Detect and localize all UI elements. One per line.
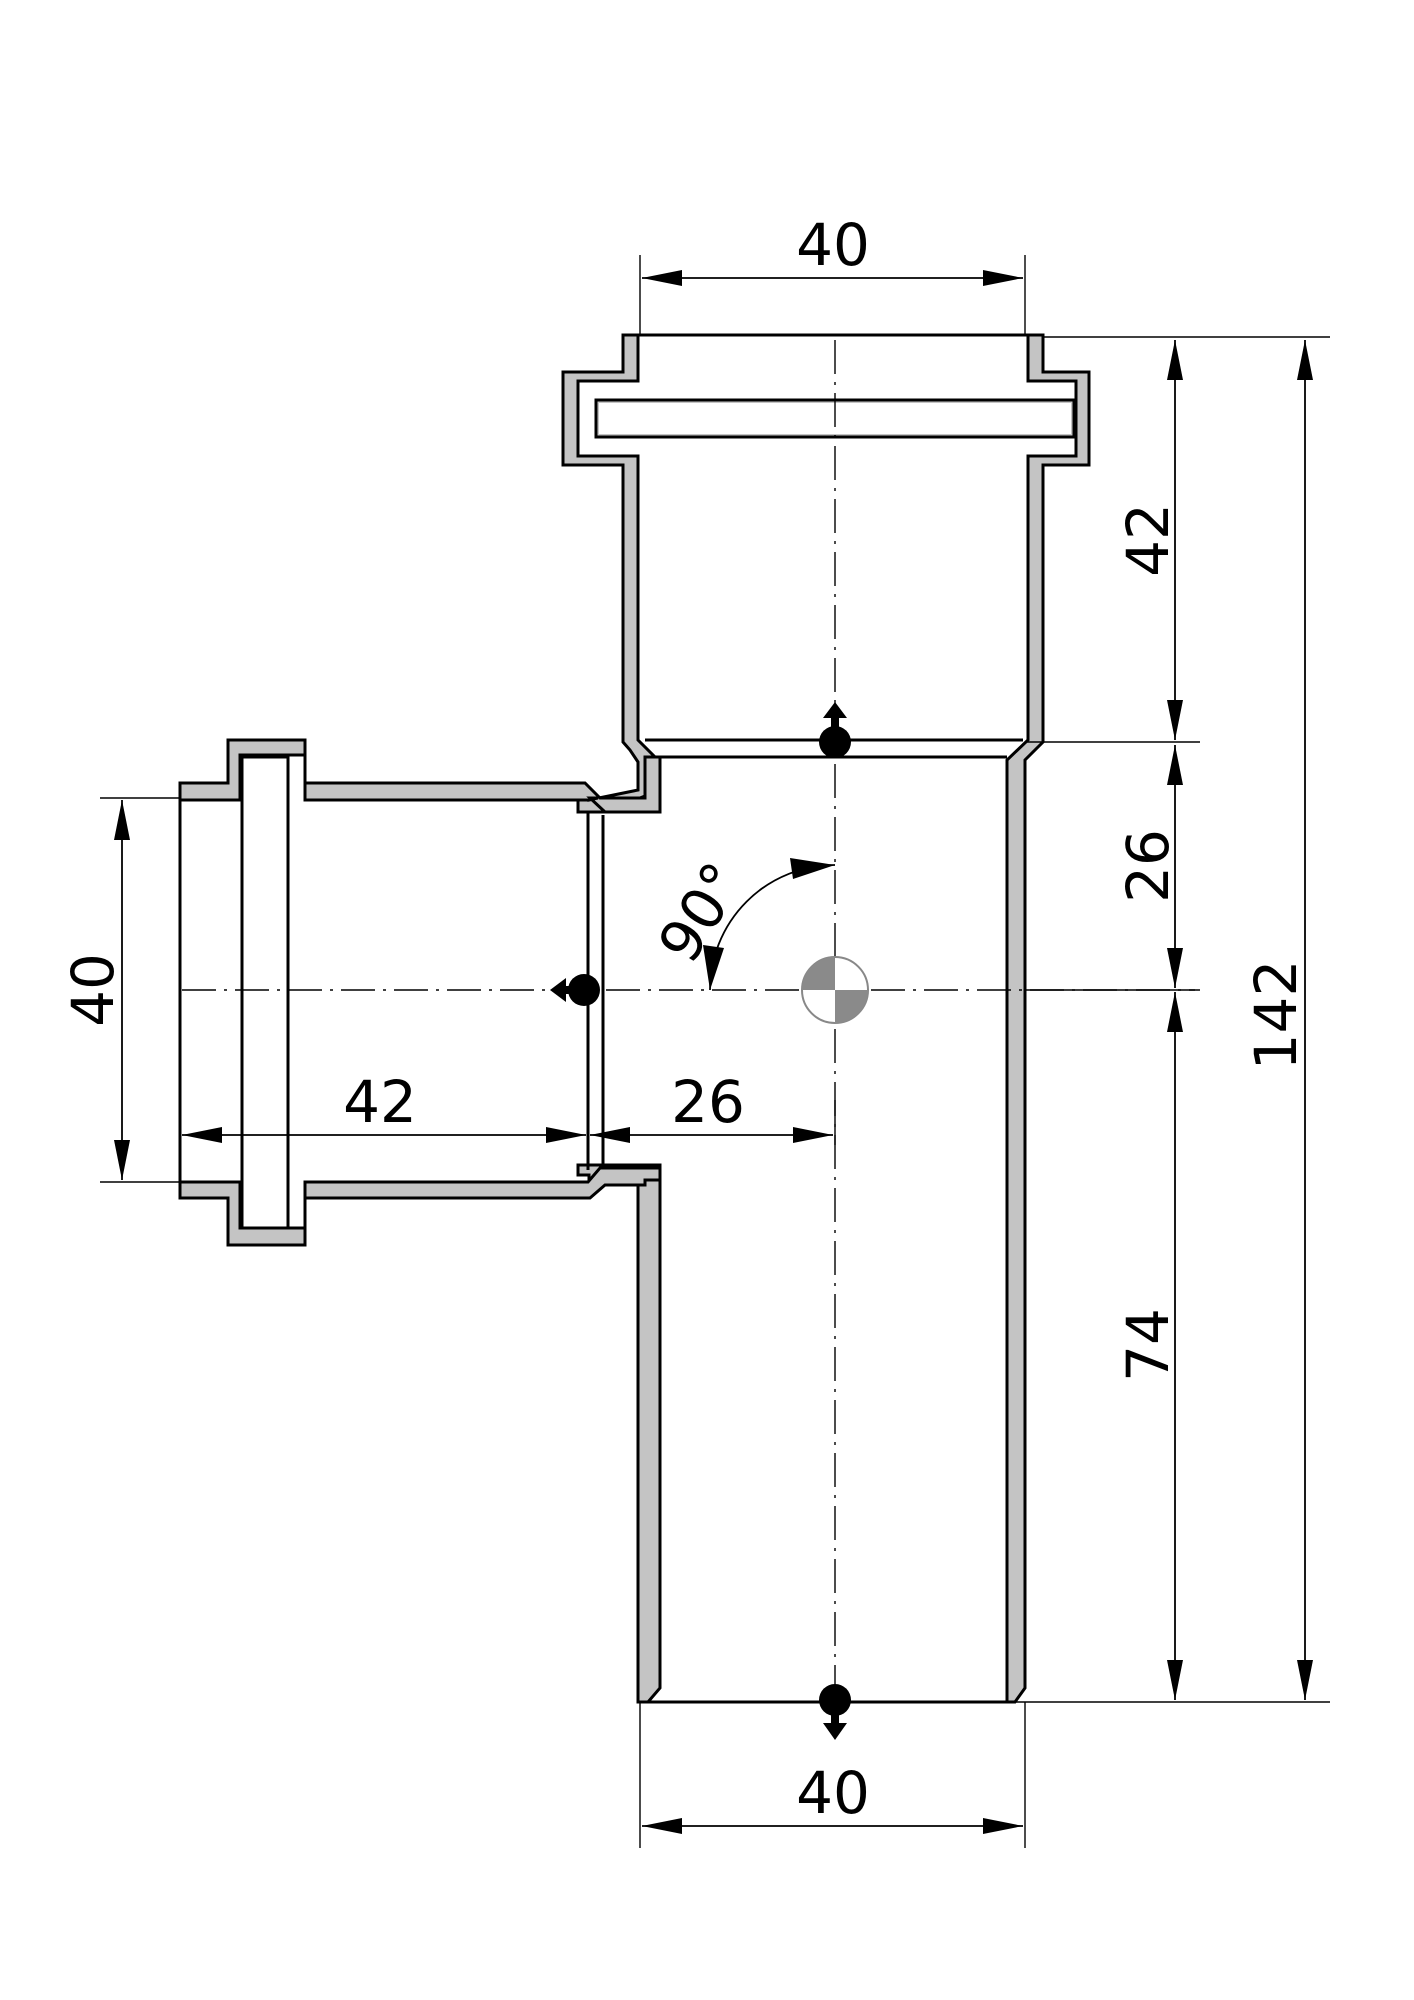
dim-socket-depth-label: 42	[1114, 503, 1182, 577]
flow-marker-branch-icon	[550, 974, 600, 1006]
flow-marker-bottom-icon	[819, 1684, 851, 1740]
angle-arrow-top	[790, 858, 835, 879]
dim-lower-bottom-label: 74	[1114, 1308, 1182, 1382]
flow-marker-top-icon	[819, 702, 851, 758]
dim-upper-center-label: 26	[1114, 829, 1182, 903]
branch-top-wall	[178, 738, 662, 814]
main-pipe-right-wall	[1005, 333, 1091, 1704]
dim-top-width-label: 40	[796, 211, 870, 279]
center-mark-icon	[801, 956, 869, 1024]
branch-seal-ring	[240, 755, 290, 1230]
dim-branch-diameter-label: 40	[59, 953, 127, 1027]
dim-branch-center-label: 26	[671, 1068, 745, 1136]
dim-branch-socket-label: 42	[343, 1068, 417, 1136]
angle-label: 90°	[645, 851, 757, 974]
angle-arrow-left	[703, 945, 724, 990]
dim-bottom-width-label: 40	[796, 1759, 870, 1827]
main-pipe-left-wall-lower	[576, 1163, 662, 1704]
dim-overall-length-label: 142	[1242, 960, 1310, 1071]
branch-bottom-wall	[178, 1166, 662, 1247]
